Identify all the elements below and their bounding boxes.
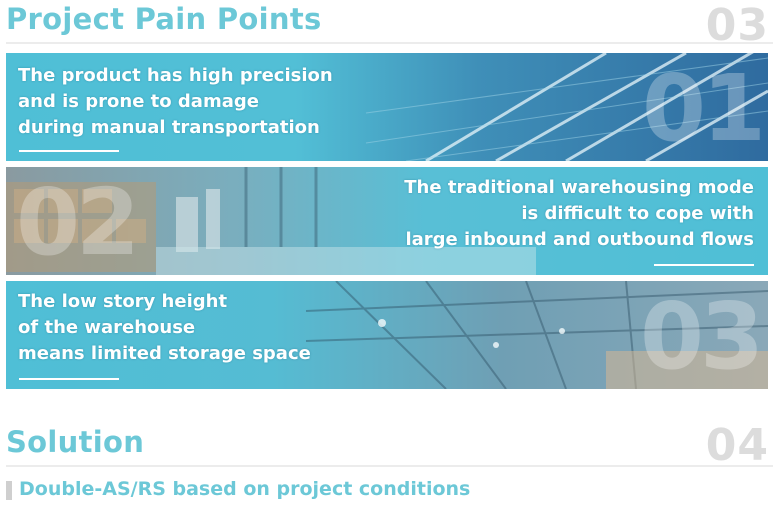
card-2-line-3: large inbound and outbound flows bbox=[405, 229, 754, 250]
card-3-watermark: 03 bbox=[639, 283, 764, 389]
card-3-line-1: The low story height bbox=[18, 291, 228, 312]
pain-point-card-3: 03 The low story height of the warehouse… bbox=[6, 281, 768, 389]
warehouse-roof-image bbox=[6, 281, 768, 389]
card-2-line-2: is difficult to cope with bbox=[521, 203, 754, 224]
card-3-underline bbox=[19, 378, 119, 380]
card-2-text: The traditional warehousing mode is diff… bbox=[404, 175, 754, 253]
card-1-watermark: 01 bbox=[641, 55, 766, 161]
pain-points-divider bbox=[6, 42, 773, 44]
warehouse-image bbox=[6, 167, 768, 275]
card-1-line-3: during manual transportation bbox=[18, 117, 320, 138]
pain-points-title: Project Pain Points bbox=[6, 2, 322, 36]
pain-point-card-1: 01 The product has high precision and is… bbox=[6, 53, 768, 161]
solution-title: Solution bbox=[6, 425, 145, 459]
card-1-text: The product has high precision and is pr… bbox=[18, 63, 333, 141]
pain-point-card-2: 02 The traditional warehousing mode is d… bbox=[6, 167, 768, 275]
card-1-line-2: and is prone to damage bbox=[18, 91, 259, 112]
card-3-line-3: means limited storage space bbox=[18, 343, 311, 364]
card-2-line-1: The traditional warehousing mode bbox=[404, 177, 754, 198]
solution-subtitle: Double-AS/RS based on project conditions bbox=[19, 478, 471, 500]
card-1-line-1: The product has high precision bbox=[18, 65, 333, 86]
card-3-text: The low story height of the warehouse me… bbox=[18, 289, 311, 367]
solution-divider bbox=[6, 465, 773, 467]
solar-panel-image bbox=[6, 53, 768, 161]
solution-number: 04 bbox=[705, 420, 769, 471]
pain-points-number: 03 bbox=[705, 0, 769, 51]
card-2-watermark: 02 bbox=[16, 169, 140, 275]
card-1-underline bbox=[19, 150, 119, 152]
subtitle-marker bbox=[6, 481, 12, 500]
card-2-underline bbox=[654, 264, 754, 266]
card-3-line-2: of the warehouse bbox=[18, 317, 196, 338]
